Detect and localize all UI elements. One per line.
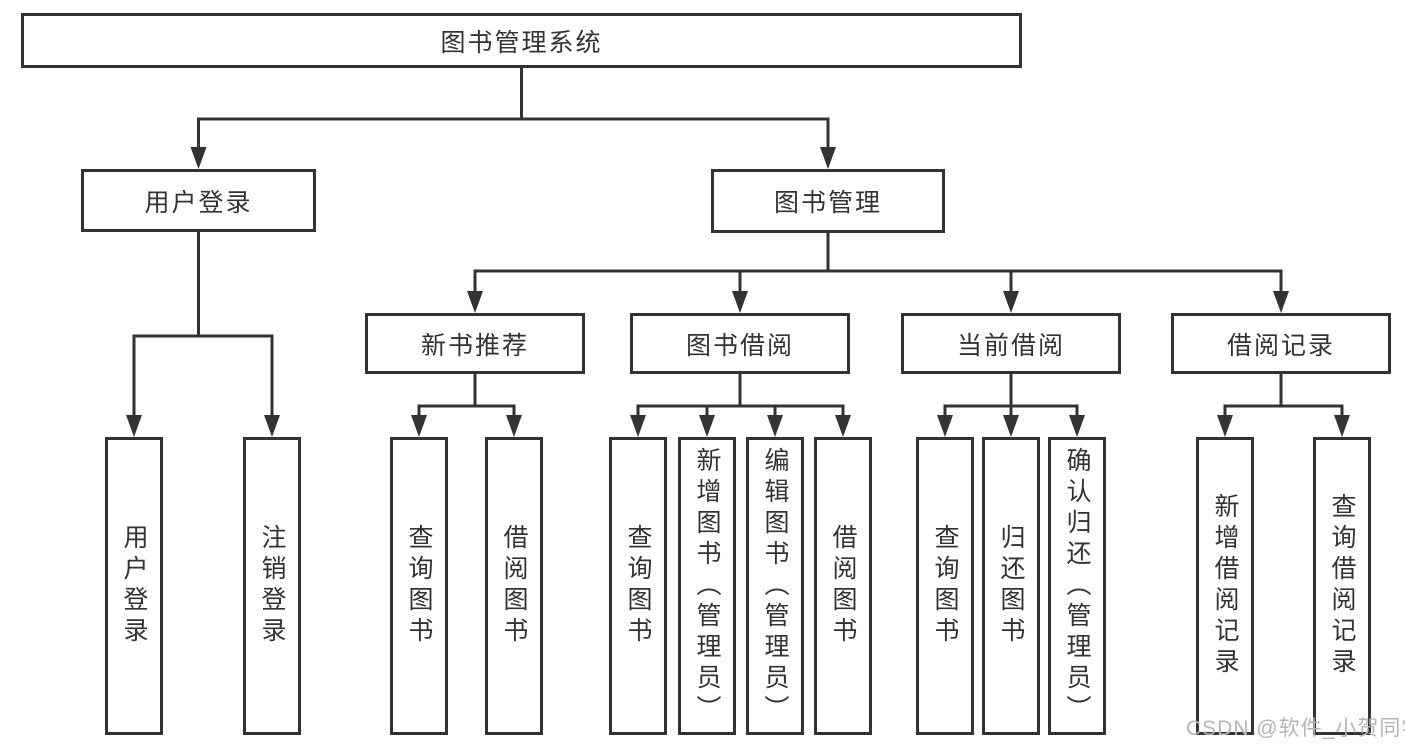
leaf-add-book-admin: 新增图书（管理员） (678, 437, 736, 735)
leaf-add-borrow-record: 新增借阅记录 (1196, 437, 1254, 735)
node-current-borrowing: 当前借阅 (901, 313, 1121, 374)
node-book-borrowing: 图书借阅 (630, 313, 850, 374)
leaf-query-borrow-record: 查询借阅记录 (1313, 437, 1371, 735)
leaf-confirm-return-admin: 确认归还（管理员） (1048, 437, 1106, 735)
node-book-management: 图书管理 (711, 169, 945, 233)
node-new-book-recommendation: 新书推荐 (365, 313, 585, 374)
leaf-return-book: 归还图书 (982, 437, 1040, 735)
node-borrowing-records: 借阅记录 (1171, 313, 1391, 374)
csdn-watermark: CSDN @软件_小贺同学 (1186, 717, 1405, 740)
leaf-user-login: 用户登录 (105, 437, 163, 735)
leaf-query-books-borrowing: 查询图书 (609, 437, 667, 735)
leaf-logout: 注销登录 (243, 437, 301, 735)
leaf-query-books-recommend: 查询图书 (390, 437, 448, 735)
leaf-borrow-books-borrowing: 借阅图书 (814, 437, 872, 735)
node-root-library-management-system: 图书管理系统 (21, 13, 1022, 68)
leaf-borrow-books-recommend: 借阅图书 (485, 437, 543, 735)
leaf-query-books-current: 查询图书 (916, 437, 974, 735)
node-user-login: 用户登录 (81, 169, 316, 232)
leaf-edit-book-admin: 编辑图书（管理员） (746, 437, 804, 735)
